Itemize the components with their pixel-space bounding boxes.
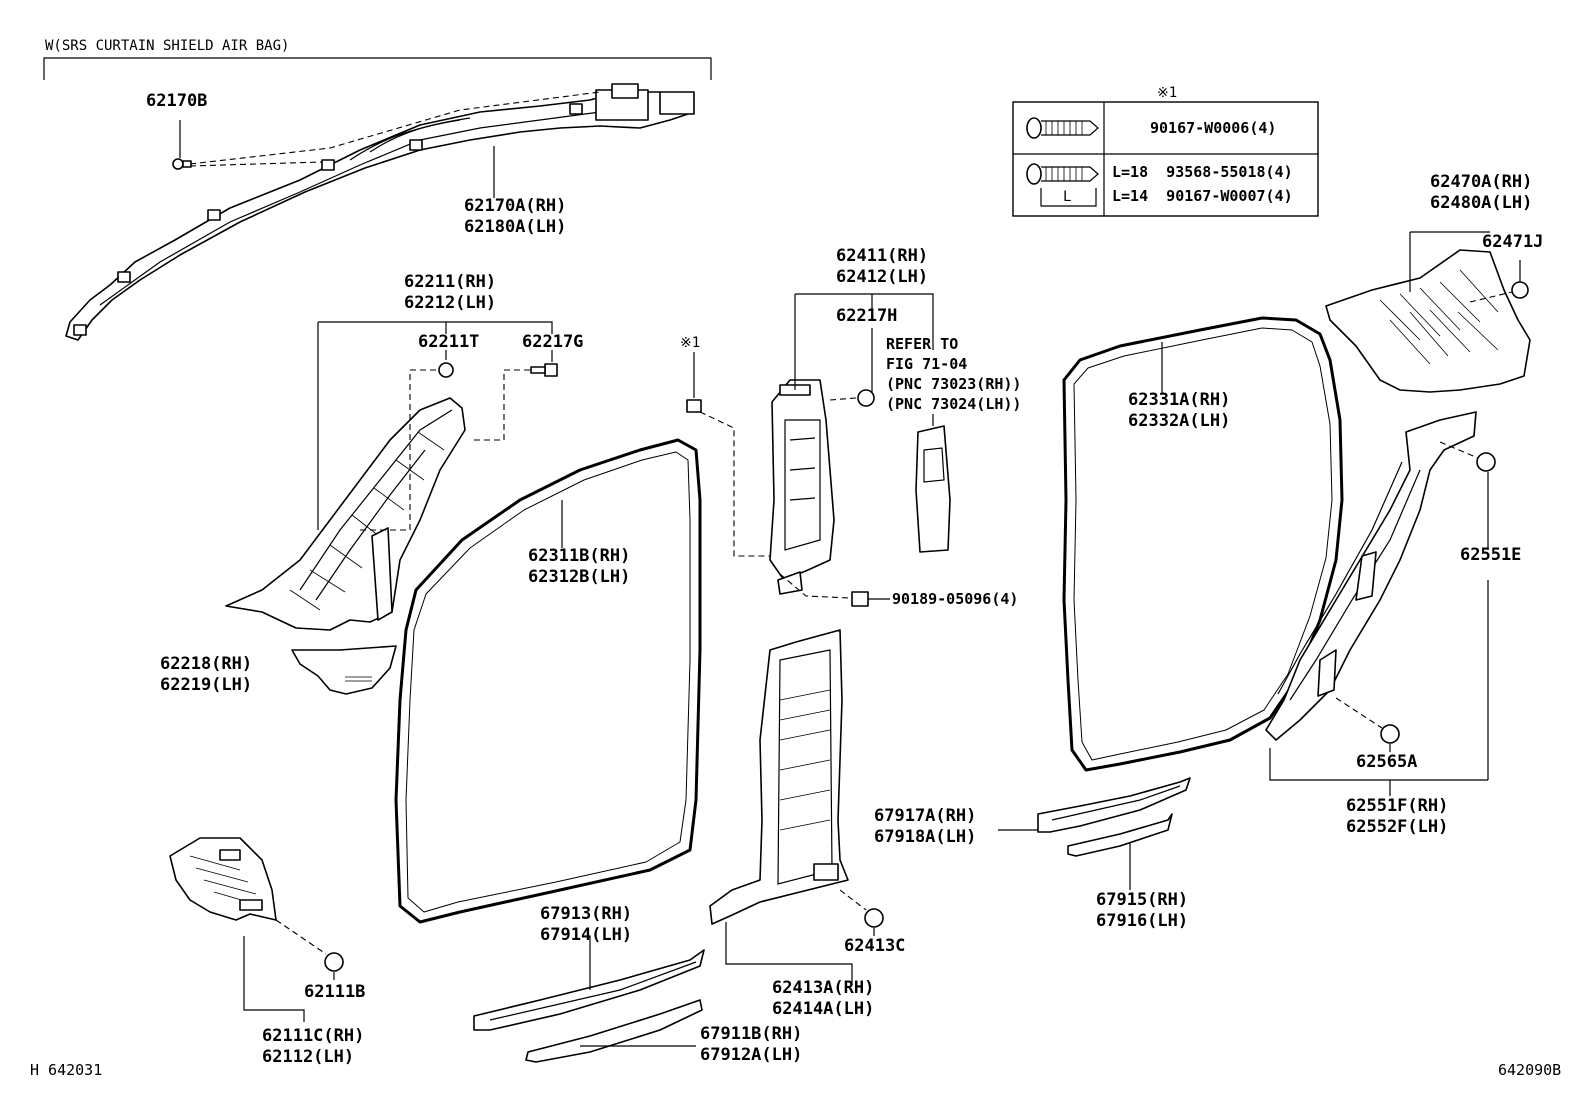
callout-line: 67912A(LH) [700,1045,803,1065]
center-pillar-lower-garnish-part [709,629,849,925]
callout-62551e: 62551E [1460,545,1522,565]
callout-line: 62218(RH) [160,654,253,674]
callout-line: 67913(RH) [540,904,633,924]
front-pillar-garnish-part [225,397,466,631]
callout-line: 67918A(LH) [874,827,977,847]
callout-62551f: 62551F(RH) 62552F(LH) [1346,796,1448,838]
clip-62217h [829,328,875,407]
roof-side-trim-part [1325,249,1531,393]
callout-line: 62331A(RH) [1128,390,1231,410]
curtain-air-bag-part [65,83,695,341]
callout-line: 67916(LH) [1096,911,1189,931]
center-pillar-upper-garnish-part [769,379,835,595]
callout-67915: 67915(RH) 67916(LH) [1096,890,1188,932]
callout-line: 62311B(RH) [528,546,631,566]
callout-62111c: 62111C(RH) 62112(LH) [262,1026,364,1068]
refer-note-line: (PNC 73023(RH)) [886,375,1022,393]
callout-62331a: 62331A(RH) 62332A(LH) [1128,390,1230,432]
callout-62311b: 62311B(RH) 62312B(LH) [528,546,630,588]
table-mark: ※1 [1157,85,1178,101]
callout-line: 62219(LH) [160,675,253,695]
callout-line: 62180A(LH) [464,217,567,237]
callout-line: 62470A(RH) [1430,172,1533,192]
callout-line: 62212(LH) [404,293,497,313]
fastener-table-frame [1012,101,1319,217]
callout-line: 62111C(RH) [262,1026,365,1046]
callout-62470a: 62470A(RH) 62480A(LH) [1430,172,1532,214]
callout-62211: 62211(RH) 62212(LH) [404,272,496,314]
refer-note-line: REFER TO [886,335,959,353]
clip-62211t [356,350,454,531]
table-row1-part: 90167-W0006(4) [1150,119,1277,137]
callout-line: 67911B(RH) [700,1024,803,1044]
refer-note-line: FIG 71-04 [886,355,968,373]
callout-mark1: ※1 [680,335,701,351]
callout-line: 62332A(LH) [1128,411,1231,431]
rear-scuff-plate-part [1037,777,1191,833]
callout-line: 62414A(LH) [772,999,875,1019]
callout-62170b: 62170B [146,91,208,111]
table-row2-line1: L=18 93568-55018(4) [1112,163,1293,181]
screw-62217g [470,350,558,441]
callout-line: 62411(RH) [836,246,929,266]
front-door-seal-part [394,438,702,924]
callout-line: 62551F(RH) [1346,796,1449,816]
callout-line: 62312B(LH) [528,567,631,587]
callout-line: 67914(LH) [540,925,633,945]
callout-62217g: 62217G [522,332,584,352]
clip-62413c [839,889,884,936]
air-bag-bracket-note: W(SRS CURTAIN SHIELD AIR BAG) [45,38,290,54]
rear-pillar-lower-trim-part [1265,411,1477,741]
callout-line: 62412(LH) [836,267,929,287]
callout-62217h: 62217H [836,306,898,326]
clip-62565a [1335,697,1400,752]
clip-90189 [779,573,890,607]
callout-62565a: 62565A [1356,752,1418,772]
callout-line: 62413A(RH) [772,978,875,998]
refer-note: REFER TO FIG 71-04 (PNC 73023(RH)) (PNC … [886,334,1021,414]
front-scuff-cover-part [525,999,703,1063]
table-row2-line2: L=14 90167-W0007(4) [1112,187,1293,205]
footer-left-code: H 642031 [30,1061,103,1079]
clip-62551e [1439,441,1496,550]
screw-mark1 [686,352,780,557]
bolt-62170b [172,120,192,170]
rear-scuff-cover-part [1067,813,1173,857]
callout-line: 67917A(RH) [874,806,977,826]
garnish-62218-part [291,645,397,695]
callout-line: 62211(RH) [404,272,497,292]
callout-62211t: 62211T [418,332,480,352]
callout-62411: 62411(RH) 62412(LH) [836,246,928,288]
callout-67917a: 67917A(RH) 67918A(LH) [874,806,976,848]
callout-90189: 90189-05096(4) [892,590,1019,608]
callout-62218: 62218(RH) 62219(LH) [160,654,252,696]
table-length-label: L [1063,189,1072,205]
clip-62471j [1469,260,1529,303]
air-bag-bracket [43,57,712,80]
callout-line: 62170A(RH) [464,196,567,216]
callout-62413c: 62413C [844,936,906,956]
callout-line: 67915(RH) [1096,890,1189,910]
callout-line: 62112(LH) [262,1047,355,1067]
clip-62111b [275,919,344,980]
seat-belt-cover-part [915,414,951,553]
cowl-side-trim-part [169,837,277,921]
callout-67913: 67913(RH) 67914(LH) [540,904,632,946]
callout-62111b: 62111B [304,982,366,1002]
refer-note-line: (PNC 73024(LH)) [886,395,1022,413]
callout-67911b: 67911B(RH) 67912A(LH) [700,1024,802,1066]
callout-62170a: 62170A(RH) 62180A(LH) [464,196,566,238]
footer-right-code: 642090B [1498,1061,1562,1079]
callout-62471j: 62471J [1482,232,1544,252]
callout-62413a: 62413A(RH) 62414A(LH) [772,978,874,1020]
front-scuff-plate-part [473,949,705,1031]
callout-line: 62552F(LH) [1346,817,1449,837]
callout-line: 62480A(LH) [1430,193,1533,213]
